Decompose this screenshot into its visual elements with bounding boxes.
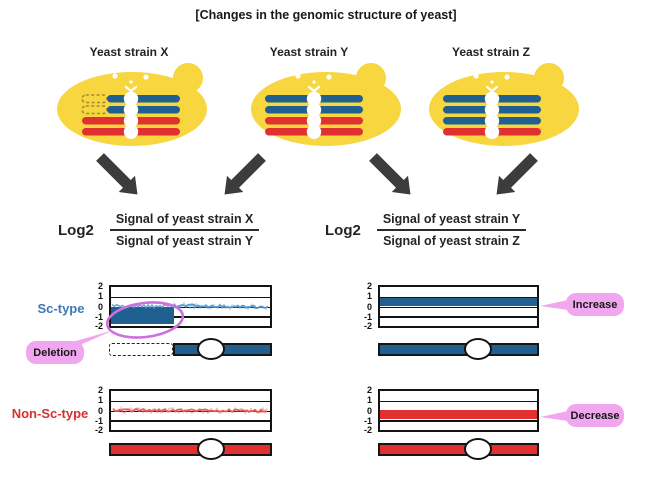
fraction-denominator: Signal of yeast strain Y <box>115 234 254 248</box>
strain-z-label: Yeast strain Z <box>451 45 531 59</box>
centromere-ellipse <box>197 438 225 460</box>
arrow-down-left-icon <box>496 153 538 195</box>
gridline <box>380 306 537 308</box>
deleted-region-dashed <box>109 343 173 356</box>
yeast-cells-art <box>57 63 579 195</box>
gridline <box>380 296 537 299</box>
face-icon <box>473 73 510 93</box>
chromosome-bar-sc-right <box>378 338 539 360</box>
tick: 1 <box>97 290 103 301</box>
tick: 0 <box>97 301 103 312</box>
tick: -1 <box>94 312 103 323</box>
gridline <box>111 420 270 422</box>
increase-bubble: Increase <box>566 293 624 316</box>
fraction-numerator: Signal of yeast strain Y <box>376 212 527 231</box>
strain-y-label: Yeast strain Y <box>269 45 349 59</box>
tick: 0 <box>366 405 372 416</box>
chromosome-blue <box>107 95 180 103</box>
arrow-down-right-icon <box>96 153 138 195</box>
arrow-down-left-icon <box>224 153 266 195</box>
yeast-cell-y <box>251 63 401 146</box>
centromere-ellipse <box>464 338 492 360</box>
gridline <box>111 296 270 299</box>
decrease-bubble: Decrease <box>566 404 624 427</box>
figure-title: [Changes in the genomic structure of yea… <box>195 8 457 22</box>
tick: -2 <box>363 321 372 331</box>
signal-noise-sc <box>111 301 269 311</box>
fraction-denominator: Signal of yeast strain Z <box>383 234 520 248</box>
chromosome-bar-sc-left <box>109 338 272 360</box>
fraction-numerator: Signal of yeast strain X <box>109 212 260 231</box>
y-axis-ticks: 2 1 0 -1 -2 <box>357 385 375 435</box>
fraction: Signal of yeast strain X Signal of yeast… <box>109 212 260 248</box>
arrow-down-right-icon <box>369 153 411 195</box>
log2-label: Log2 <box>58 221 94 239</box>
plot-sc-right <box>378 285 539 328</box>
tick: 0 <box>97 405 103 416</box>
gridline <box>380 400 537 403</box>
gridline <box>111 400 270 403</box>
decrease-bubble-tail <box>540 411 568 421</box>
tick: -2 <box>94 425 103 435</box>
y-axis-ticks: 2 1 0 -1 -2 <box>357 281 375 331</box>
log2-formula-right: Log2 Signal of yeast strain Y Signal of … <box>325 212 527 248</box>
gridline <box>380 316 537 318</box>
centromere-ellipse <box>197 338 225 360</box>
tick: -1 <box>363 312 372 323</box>
tick: 1 <box>97 394 103 405</box>
y-axis-ticks: 2 1 0 -1 -2 <box>88 385 106 435</box>
y-axis-ticks: 2 1 0 -1 -2 <box>88 281 106 331</box>
plot-nonsc-left <box>109 389 272 432</box>
centromere-dots <box>484 91 500 139</box>
log2-label: Log2 <box>325 221 361 239</box>
deletion-bubble: Deletion <box>26 341 84 364</box>
chromosome-red <box>109 443 272 456</box>
fraction: Signal of yeast strain Y Signal of yeast… <box>376 212 527 248</box>
increase-band <box>380 297 537 307</box>
signal-noise-nonsc <box>112 406 268 415</box>
centromere-dots <box>123 91 139 139</box>
non-sc-type-label: Non-Sc-type <box>11 406 89 421</box>
tick: 2 <box>97 385 103 395</box>
decrease-band <box>380 410 537 419</box>
face-icon <box>295 73 332 93</box>
chromosome-bar-nonsc-right <box>378 438 539 460</box>
centromere-dots <box>306 91 322 139</box>
tick: 1 <box>366 290 372 301</box>
plot-sc-left <box>109 285 272 328</box>
gridline <box>111 316 270 318</box>
chromosome-blue <box>107 106 180 114</box>
tick: 0 <box>366 301 372 312</box>
tick: -2 <box>94 321 103 331</box>
chromosome-bar-nonsc-left <box>109 438 272 460</box>
gridline <box>380 420 537 422</box>
face-icon <box>112 73 149 93</box>
yeast-cell-x <box>57 63 207 146</box>
centromere-ellipse <box>464 438 492 460</box>
log2-formula-left: Log2 Signal of yeast strain X Signal of … <box>58 212 260 248</box>
tick: -2 <box>363 425 372 435</box>
tick: -1 <box>363 416 372 427</box>
strain-x-label: Yeast strain X <box>89 45 169 59</box>
tick: 2 <box>366 281 372 291</box>
tick: 1 <box>366 394 372 405</box>
tick: 2 <box>97 281 103 291</box>
yeast-cell-z <box>429 63 579 146</box>
tick: -1 <box>94 416 103 427</box>
chromosome-red <box>378 443 539 456</box>
sc-type-label: Sc-type <box>37 301 85 316</box>
chromosome-blue <box>378 343 539 356</box>
tick: 2 <box>366 385 372 395</box>
increase-bubble-tail <box>540 300 568 310</box>
plot-nonsc-right <box>378 389 539 432</box>
